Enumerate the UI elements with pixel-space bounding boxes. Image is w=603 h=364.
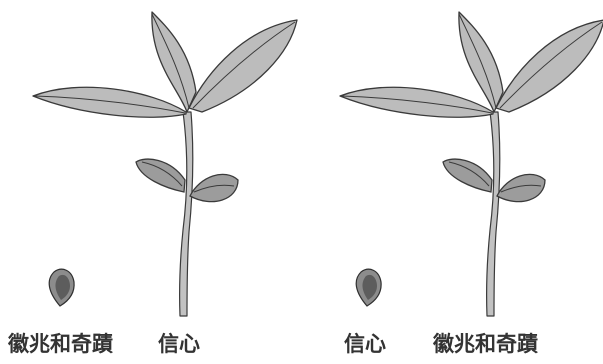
right-seed-label: 信心 xyxy=(344,332,386,356)
right-plant-label: 徽兆和奇蹟 xyxy=(433,332,538,356)
right-panel xyxy=(339,11,603,317)
left-plant-label: 信心 xyxy=(158,332,200,356)
left-seed-illustration xyxy=(48,268,75,307)
left-seed-label: 徽兆和奇蹟 xyxy=(8,332,113,356)
right-seedling-illustration xyxy=(339,11,603,317)
left-seedling-illustration xyxy=(32,11,298,317)
right-seed-illustration xyxy=(355,268,382,307)
left-panel xyxy=(32,11,298,317)
